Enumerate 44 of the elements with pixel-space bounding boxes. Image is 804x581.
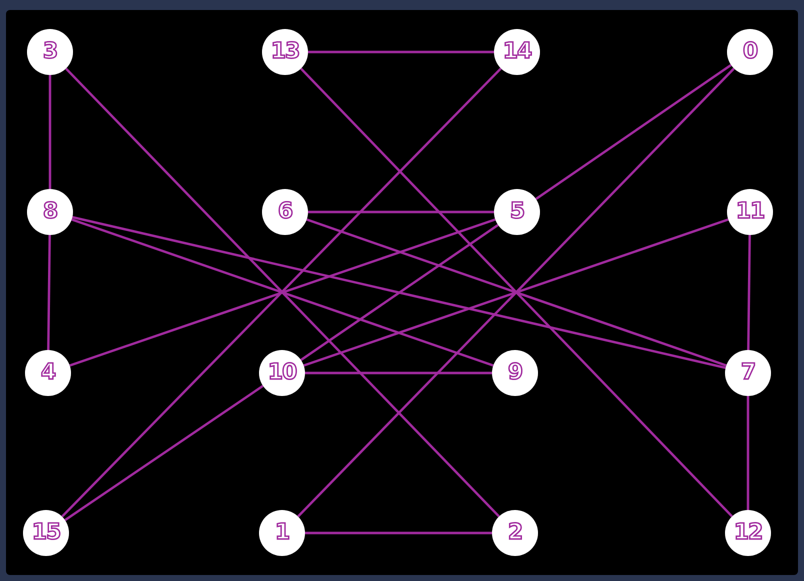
node-number: 0 [742,41,758,63]
node-circle [27,189,73,235]
connector-line [48,75,52,189]
node-number: 4 [40,362,56,384]
node-circle [725,510,771,556]
node-circle [494,189,540,235]
connector-line [535,64,732,200]
node-number: 14 [502,41,532,63]
node-number: 3 [42,41,58,63]
node-circle [259,510,305,556]
node-number: 10 [268,362,296,384]
connector-line [308,210,494,214]
node-circle [727,29,773,75]
node-circle [25,350,71,396]
node-circle [23,510,69,556]
node-number: 12 [734,522,762,544]
connector-line [746,396,750,510]
node-number: 7 [740,362,756,384]
connector-line [64,384,264,522]
connector-line [305,532,492,534]
node-number: 11 [736,201,764,223]
node-circle [727,189,773,235]
node-number: 2 [508,522,522,544]
node-circle [262,189,308,235]
connector-line [47,234,51,350]
node-circle [262,29,308,75]
node-number: 13 [270,41,300,63]
node-circle [492,350,538,396]
node-circle [725,350,771,396]
node-number: 1 [274,522,290,544]
node-number: 5 [510,201,524,223]
node-circle [494,29,540,75]
node-circle [492,510,538,556]
connector-line [72,216,726,369]
node-number: 15 [32,522,60,544]
node-number: 6 [278,201,292,223]
node-number: 8 [42,201,58,223]
connector-line [308,50,494,54]
node-circle [259,350,305,396]
connector-line [747,234,751,350]
node-number: 9 [508,362,522,384]
connector-line [305,372,492,374]
node-circle [27,29,73,75]
connector-line [300,224,499,361]
